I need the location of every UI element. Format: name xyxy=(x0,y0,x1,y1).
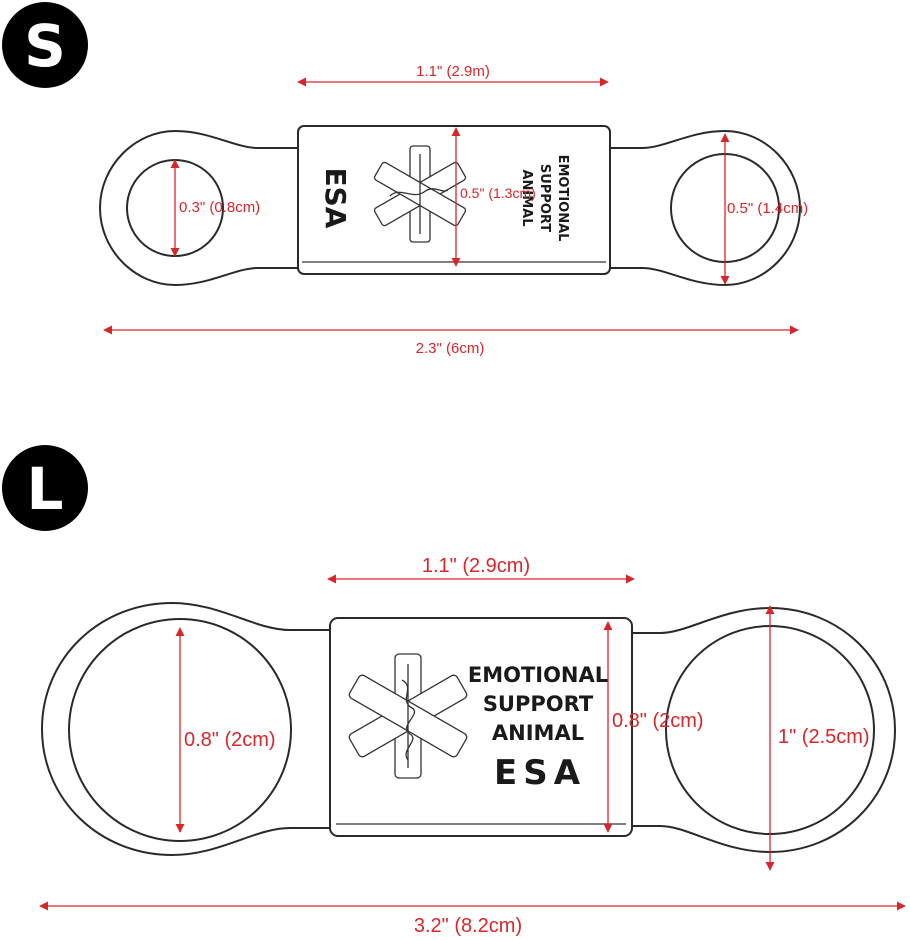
small-engraving-line1: EMOTIONAL xyxy=(555,155,570,242)
large-plate-width-label: 1.1" (2.9cm) xyxy=(422,555,530,577)
large-total-length-label: 3.2" (8.2cm) xyxy=(414,915,522,937)
size-l-badge-letter: L xyxy=(27,455,64,523)
small-engraving-abbr: ESA xyxy=(319,168,352,229)
size-s-badge xyxy=(2,2,88,88)
large-tag: EMOTIONAL SUPPORT ANIMAL ESA xyxy=(40,601,897,857)
size-small-section: S ESA EMOTIONAL SUPPORT ANIMAL xyxy=(2,2,808,357)
small-plate-height-label: 0.5" (1.3cm) xyxy=(460,185,536,201)
small-engraving-line3: ANIMAL xyxy=(519,169,534,226)
small-plate-width-label: 1.1" (2.9m) xyxy=(416,63,490,80)
large-engraving-line3: ANIMAL xyxy=(492,721,584,745)
large-right-ring-label: 1" (2.5cm) xyxy=(778,726,870,748)
large-engraving-line2: SUPPORT xyxy=(483,692,594,716)
large-engraving-line1: EMOTIONAL xyxy=(468,663,608,687)
size-large-section: L EMOTIONAL SUPPORT ANIMAL ESA 1 xyxy=(2,445,906,937)
size-s-badge-letter: S xyxy=(24,12,66,80)
large-engraving-abbr: ESA xyxy=(494,753,586,793)
size-l-badge xyxy=(2,445,88,531)
small-star-of-life-icon xyxy=(373,145,467,243)
small-right-ring-label: 0.5" (1.4cm) xyxy=(727,200,808,217)
large-star-of-life-icon xyxy=(348,653,468,779)
small-total-length-label: 2.3" (6cm) xyxy=(416,340,485,357)
small-left-ring-label: 0.3" (0.8cm) xyxy=(179,199,260,216)
large-left-ring-label: 0.8" (2cm) xyxy=(184,729,276,751)
large-plate-height-label: 0.8" (2cm) xyxy=(612,710,704,732)
small-engraving-line2: SUPPORT xyxy=(537,164,552,232)
